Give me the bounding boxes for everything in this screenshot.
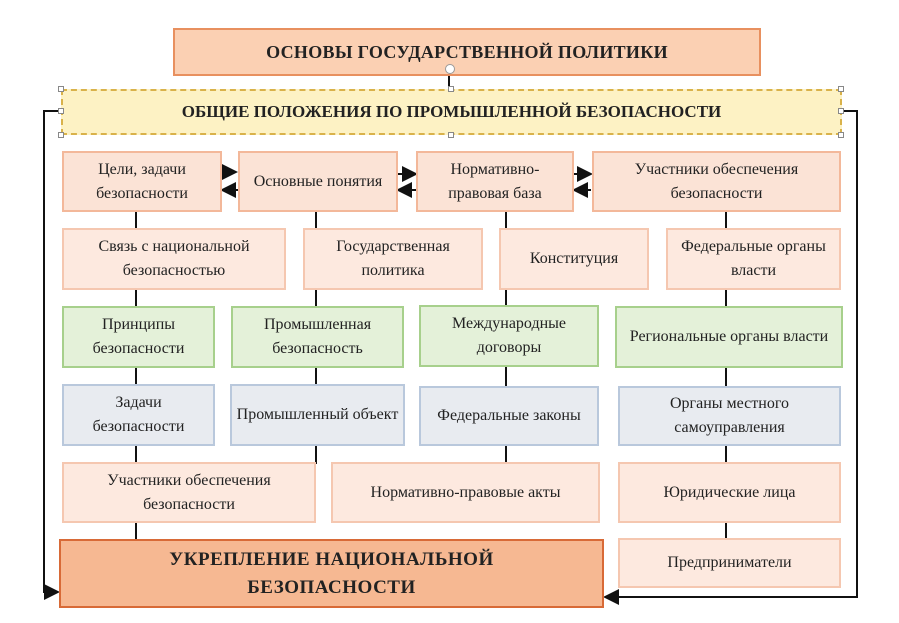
connector-col1 [135, 212, 137, 540]
col4-participants-text: Участники обеспечения безопасности [634, 160, 799, 202]
col1-tasks-text: Задачи безопасности [92, 394, 185, 435]
col1-participants-box: Участники обеспечения безопасности [62, 462, 316, 523]
col2-industrial-object-text: Промышленный объект [236, 406, 399, 423]
col2-industrial-safety-box: Промышленная безопасность [231, 306, 404, 368]
col2-basic-concepts-box: Основные понятия [238, 151, 398, 212]
col1-goals-box: Цели, задачи безопасности [62, 151, 222, 212]
col3-legal-base-box: Нормативно-правовая база [416, 151, 574, 212]
resize-handle-bl[interactable] [58, 132, 64, 138]
col4-local-government-box: Органы местного самоуправления [618, 386, 841, 446]
col2-legal-acts-text: Нормативно-правовые акты [370, 483, 561, 501]
col2-basic-concepts-text: Основные понятия [253, 172, 383, 190]
col3-federal-laws-box: Федеральные законы [419, 386, 599, 446]
col4-regional-authorities-text: Региональные органы власти [629, 328, 829, 345]
col4-entrepreneurs-text: Предприниматели [667, 554, 792, 571]
resize-handle-tl[interactable] [58, 86, 64, 92]
col2-state-policy-text: Государственная политика [336, 238, 450, 279]
arrow-left-loop [43, 110, 60, 600]
col4-local-government-text: Органы местного самоуправления [670, 395, 789, 436]
general-provisions-box[interactable]: ОБЩИЕ ПОЛОЖЕНИЯ ПО ПРОМЫШЛЕННОЙ БЕЗОПАСН… [61, 89, 842, 135]
resize-handle-bm[interactable] [448, 132, 454, 138]
col3-constitution-text: Конституция [529, 250, 619, 267]
col1-national-link-text: Связь с национальной безопасностью [98, 238, 250, 279]
arrow-right-loop [603, 110, 858, 605]
title-bottom-box: УКРЕПЛЕНИЕ НАЦИОНАЛЬНОЙ БЕЗОПАСНОСТИ [59, 539, 604, 608]
title-bottom-text: УКРЕПЛЕНИЕ НАЦИОНАЛЬНОЙ БЕЗОПАСНОСТИ [169, 548, 494, 598]
col4-legal-entities-box: Юридические лица [618, 462, 841, 523]
col3-intl-treaties-box: Международные договоры [419, 305, 599, 367]
col4-regional-authorities-box: Региональные органы власти [615, 306, 843, 368]
resize-handle-tr[interactable] [838, 86, 844, 92]
col4-federal-authorities-text: Федеральные органы власти [681, 238, 826, 279]
col3-constitution-box: Конституция [499, 228, 649, 290]
col4-participants-box: Участники обеспечения безопасности [592, 151, 841, 212]
resize-handle-br[interactable] [838, 132, 844, 138]
col1-tasks-box: Задачи безопасности [62, 384, 215, 446]
title-top-text: ОСНОВЫ ГОСУДАРСТВЕННОЙ ПОЛИТИКИ [266, 42, 668, 62]
col4-entrepreneurs-box: Предприниматели [618, 538, 841, 588]
col4-legal-entities-text: Юридические лица [663, 483, 796, 501]
col4-federal-authorities-box: Федеральные органы власти [666, 228, 841, 290]
resize-handle-mr[interactable] [838, 108, 844, 114]
col1-principles-text: Принципы безопасности [92, 316, 185, 357]
resize-handle-ml[interactable] [58, 108, 64, 114]
connector-top-to-yellow [448, 75, 450, 89]
general-provisions-text: ОБЩИЕ ПОЛОЖЕНИЯ ПО ПРОМЫШЛЕННОЙ БЕЗОПАСН… [181, 102, 722, 121]
title-top-box: ОСНОВЫ ГОСУДАРСТВЕННОЙ ПОЛИТИКИ [173, 28, 761, 76]
rotate-handle-icon[interactable] [445, 64, 455, 74]
col1-goals-text: Цели, задачи безопасности [96, 160, 188, 202]
col1-principles-box: Принципы безопасности [62, 306, 215, 368]
col2-industrial-object-box: Промышленный объект [230, 384, 405, 446]
resize-handle-tm[interactable] [448, 86, 454, 92]
col2-legal-acts-box: Нормативно-правовые акты [331, 462, 600, 523]
col2-state-policy-box: Государственная политика [303, 228, 483, 290]
col1-participants-text: Участники обеспечения безопасности [107, 471, 271, 513]
col3-intl-treaties-text: Международные договоры [451, 315, 567, 356]
col3-federal-laws-text: Федеральные законы [437, 407, 581, 424]
col3-legal-base-text: Нормативно-правовая база [448, 160, 542, 202]
col2-industrial-safety-text: Промышленная безопасность [263, 316, 372, 357]
connector-col4 [725, 212, 727, 540]
col1-national-link-box: Связь с национальной безопасностью [62, 228, 286, 290]
